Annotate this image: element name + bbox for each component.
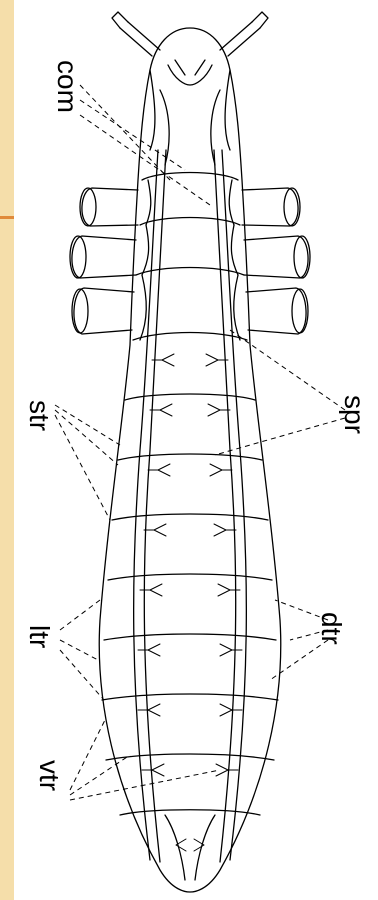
- label-vtr: vtr: [34, 760, 65, 791]
- label-com: com: [52, 60, 83, 113]
- abdomen-segments: [102, 394, 278, 815]
- leader-lines: [55, 85, 345, 800]
- legs-left: [70, 188, 138, 334]
- tail-branches: [165, 815, 215, 880]
- thorax-segments: [133, 173, 247, 341]
- head: [150, 60, 230, 165]
- label-str: str: [24, 400, 55, 431]
- label-dtr: dtr: [316, 612, 347, 645]
- label-spr: spr: [339, 395, 370, 434]
- body-outline: [99, 28, 281, 892]
- legs-right: [242, 188, 310, 334]
- spiracle-branches: [138, 354, 242, 776]
- antennae: [112, 12, 268, 56]
- label-ltr: ltr: [24, 625, 55, 648]
